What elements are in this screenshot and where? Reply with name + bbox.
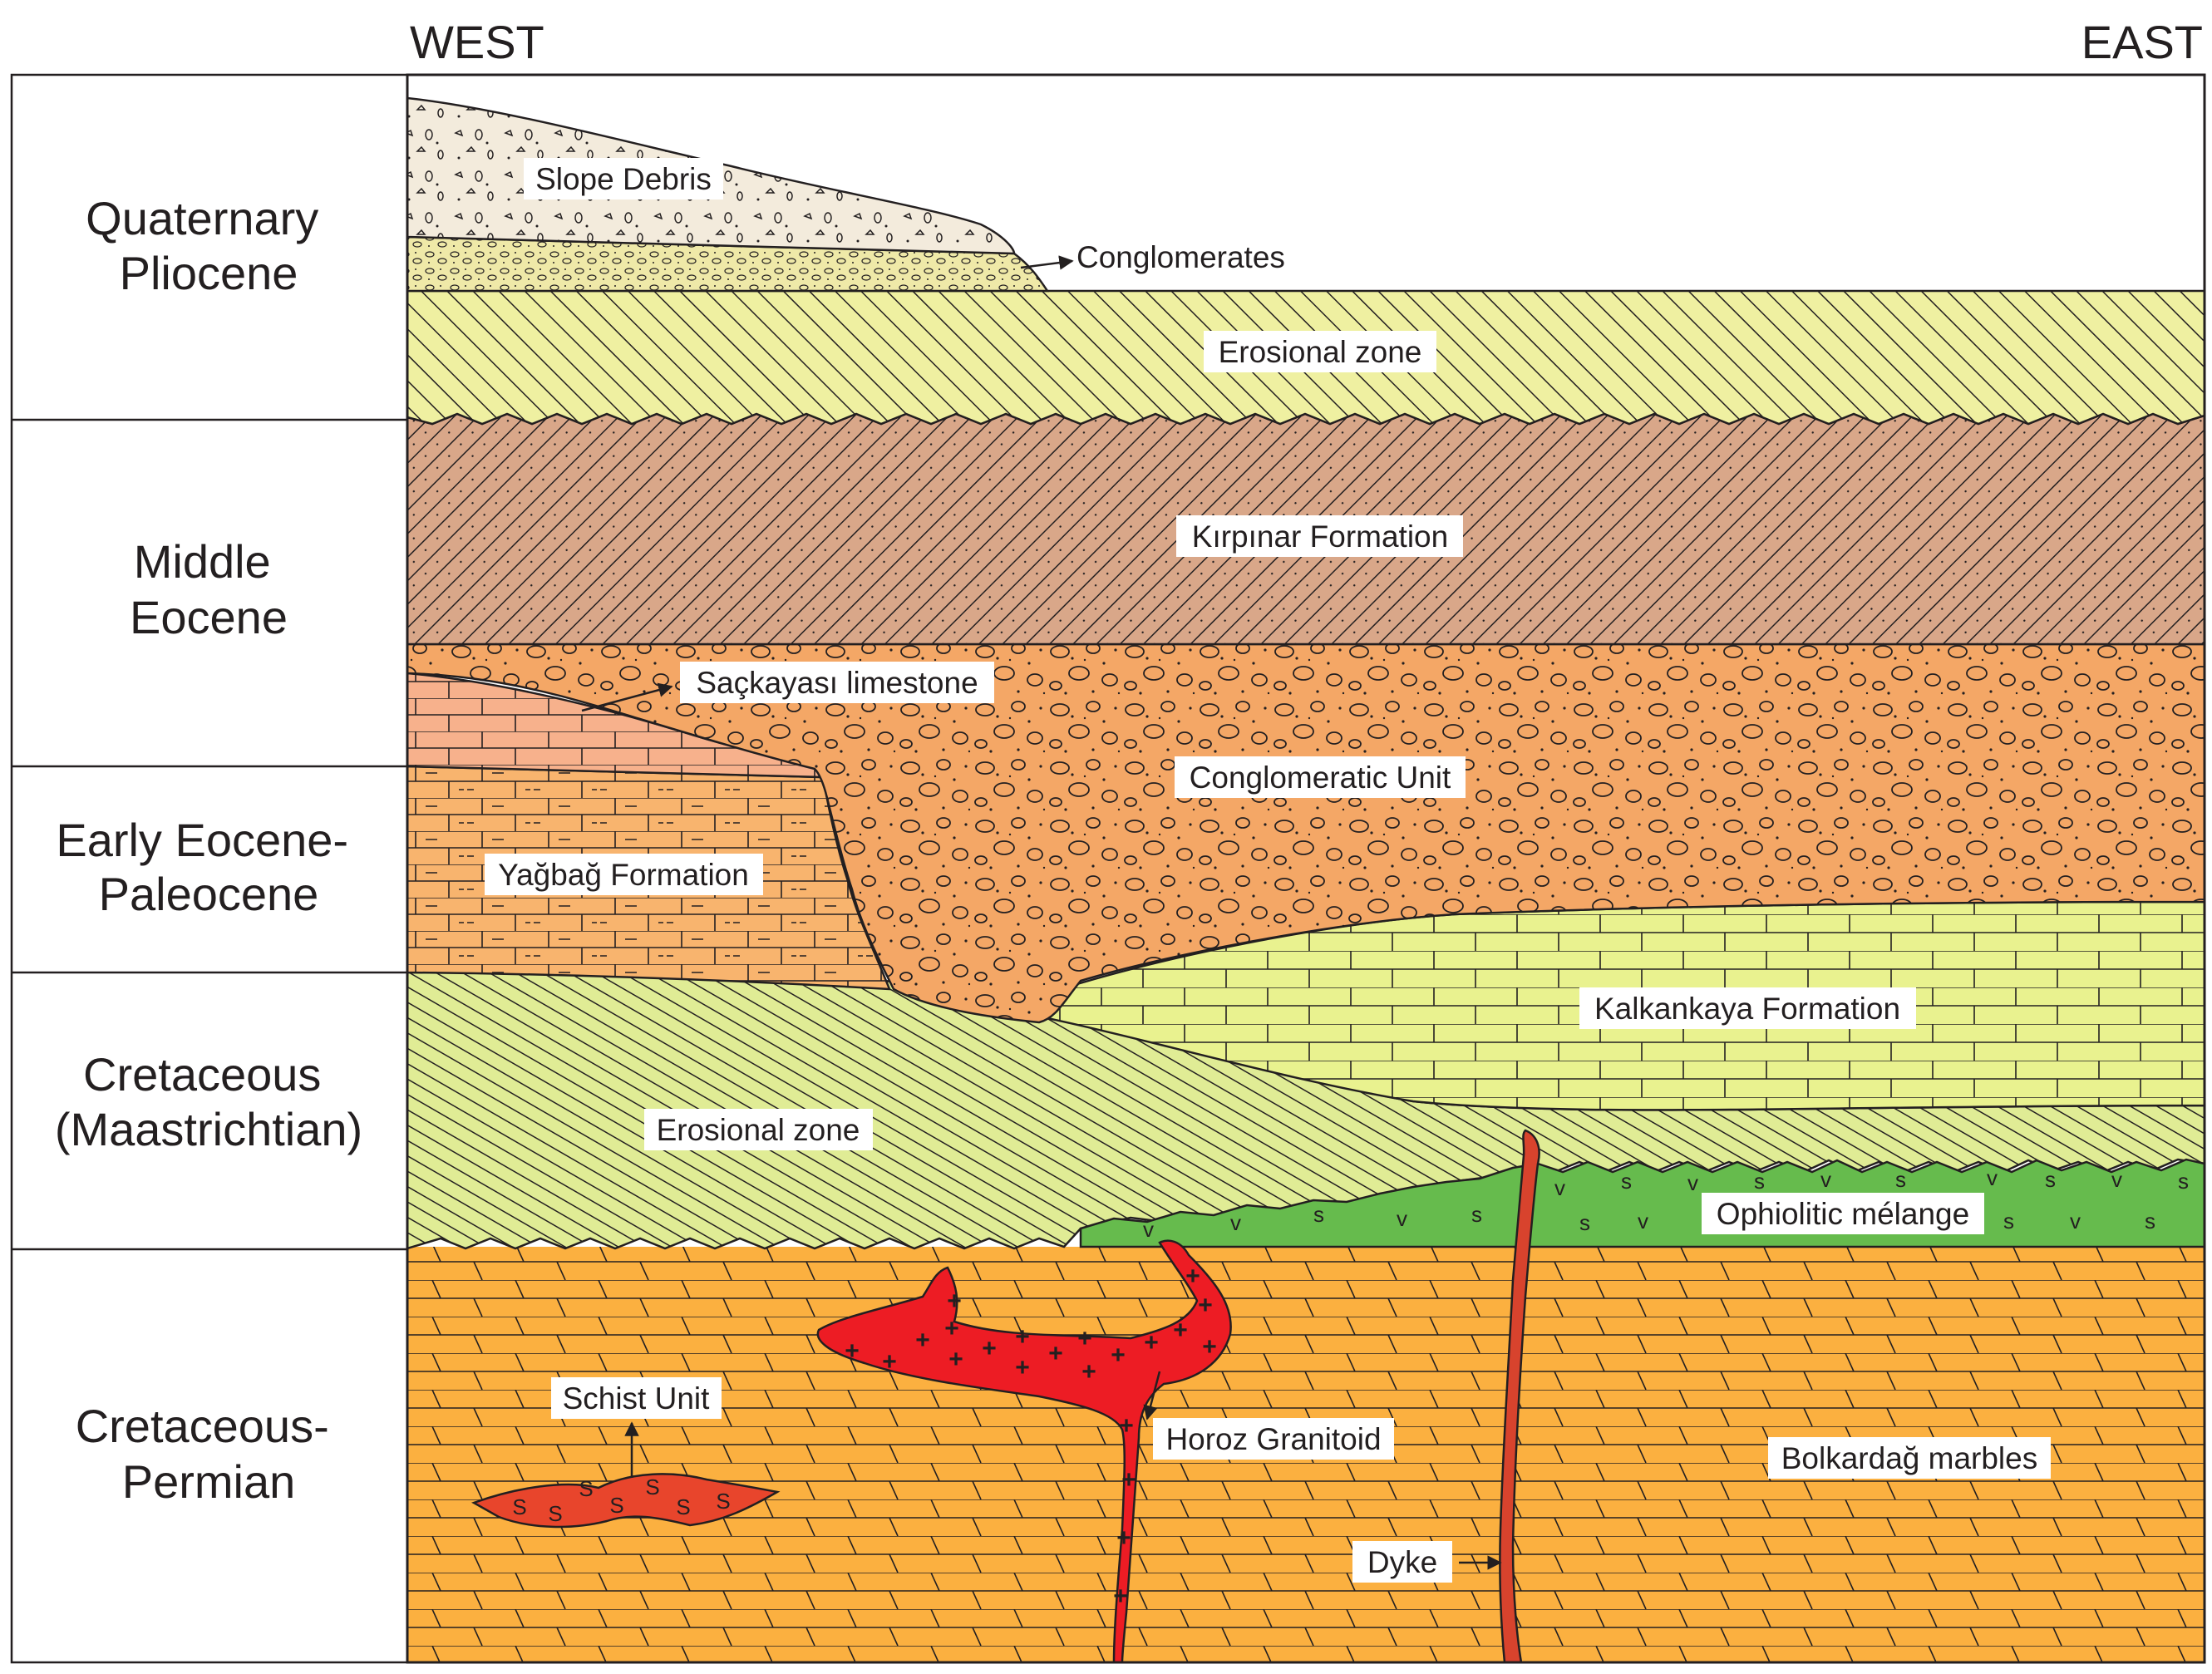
svg-text:s: s xyxy=(1471,1202,1482,1227)
label-horoz-granitoid: Horoz Granitoid xyxy=(1165,1422,1381,1456)
svg-text:+: + xyxy=(1048,1340,1063,1367)
conglomeratic-unit-layer xyxy=(406,643,2206,1024)
granite-symbols: + + + + + + + + + + + + + + + + + + + + … xyxy=(845,1263,1217,1610)
svg-text:S: S xyxy=(609,1493,623,1518)
age-cretaceous-maastrichtian: Cretaceous (Maastrichtian) xyxy=(55,1048,362,1155)
svg-text:S: S xyxy=(716,1489,730,1514)
leader-arrows xyxy=(581,255,1502,1570)
svg-text:+: + xyxy=(1202,1333,1217,1361)
svg-text:S: S xyxy=(645,1475,659,1499)
svg-text:+: + xyxy=(882,1348,897,1376)
age-early-eocene-paleocene: Early Eocene- Paleocene xyxy=(56,814,361,920)
svg-text:+: + xyxy=(1121,1466,1136,1494)
svg-text:+: + xyxy=(982,1335,997,1362)
svg-text:S: S xyxy=(548,1501,562,1526)
svg-text:+: + xyxy=(944,1315,959,1342)
svg-text:s: s xyxy=(1895,1167,1906,1192)
unit-labels: Slope Debris Conglomerates Erosional zon… xyxy=(485,158,2051,1583)
svg-text:v: v xyxy=(2111,1167,2122,1192)
svg-text:S: S xyxy=(579,1476,593,1501)
svg-text:v: v xyxy=(1987,1165,1998,1190)
svg-text:s: s xyxy=(2145,1209,2155,1233)
svg-text:s: s xyxy=(1621,1169,1632,1194)
svg-text:s: s xyxy=(2045,1167,2056,1192)
svg-text:s: s xyxy=(1313,1202,1324,1227)
svg-text:v: v xyxy=(1397,1206,1407,1231)
label-schist-unit: Schist Unit xyxy=(563,1381,711,1416)
svg-text:+: + xyxy=(1119,1412,1134,1440)
label-bolkardag-marbles: Bolkardağ marbles xyxy=(1781,1441,2037,1475)
age-column: Quaternary Pliocene Middle Eocene Early … xyxy=(10,73,409,1664)
svg-text:+: + xyxy=(845,1337,860,1365)
age-cretaceous-permian: Cretaceous- Permian xyxy=(76,1400,342,1508)
svg-text:+: + xyxy=(947,1288,962,1315)
label-conglomeratic-unit: Conglomeratic Unit xyxy=(1190,761,1451,795)
svg-text:+: + xyxy=(1116,1524,1131,1552)
label-yagbag-formation: Yağbağ Formation xyxy=(498,858,749,892)
svg-text:+: + xyxy=(1111,1342,1126,1369)
svg-text:S: S xyxy=(512,1494,526,1519)
label-kirpinar-formation: Kırpınar Formation xyxy=(1192,519,1448,554)
svg-text:+: + xyxy=(1015,1323,1030,1351)
svg-text:+: + xyxy=(1198,1292,1213,1319)
svg-text:v: v xyxy=(1230,1210,1241,1235)
svg-text:+: + xyxy=(948,1346,963,1373)
svg-text:v: v xyxy=(1143,1217,1154,1242)
svg-text:+: + xyxy=(1144,1329,1159,1356)
svg-text:+: + xyxy=(1185,1263,1200,1290)
svg-text:+: + xyxy=(1081,1358,1096,1386)
svg-text:+: + xyxy=(1077,1325,1092,1352)
west-label: WEST xyxy=(410,16,544,68)
svg-text:v: v xyxy=(1554,1175,1565,1200)
svg-text:+: + xyxy=(915,1327,930,1354)
age-quaternary: Quaternary Pliocene xyxy=(86,192,332,299)
svg-text:v: v xyxy=(1638,1209,1648,1233)
svg-text:v: v xyxy=(1820,1167,1831,1192)
svg-text:+: + xyxy=(1173,1317,1188,1344)
label-kalkankaya-formation: Kalkankaya Formation xyxy=(1594,992,1900,1026)
label-ophiolitic-melange: Ophiolitic mélange xyxy=(1717,1197,1969,1231)
svg-text:+: + xyxy=(1113,1583,1128,1610)
label-erosional-zone-upper: Erosional zone xyxy=(1219,335,1422,369)
label-erosional-zone-lower: Erosional zone xyxy=(657,1113,860,1147)
label-conglomerates: Conglomerates xyxy=(1076,240,1285,274)
svg-text:+: + xyxy=(1015,1354,1030,1381)
label-sackayasi-limestone: Saçkayası limestone xyxy=(696,666,978,700)
east-label: EAST xyxy=(2081,16,2203,68)
svg-text:s: s xyxy=(1754,1169,1765,1194)
svg-text:s: s xyxy=(2003,1209,2014,1233)
svg-text:S: S xyxy=(676,1494,690,1519)
svg-text:s: s xyxy=(2178,1169,2189,1194)
section-border xyxy=(406,73,2206,1664)
ophiolitic-symbols: v v s v s v s v s v s v s v s s v s v s xyxy=(1143,1165,2189,1242)
svg-text:v: v xyxy=(2070,1209,2081,1233)
label-dyke: Dyke xyxy=(1367,1545,1437,1579)
svg-text:v: v xyxy=(1687,1170,1698,1195)
svg-text:s: s xyxy=(1579,1210,1590,1235)
schist-symbols: S S S S S S S xyxy=(512,1475,730,1526)
label-slope-debris: Slope Debris xyxy=(535,162,712,196)
schist-unit-body xyxy=(471,1473,781,1529)
age-middle-eocene: Middle Eocene xyxy=(130,535,288,643)
horoz-granitoid-body xyxy=(816,1239,1232,1664)
